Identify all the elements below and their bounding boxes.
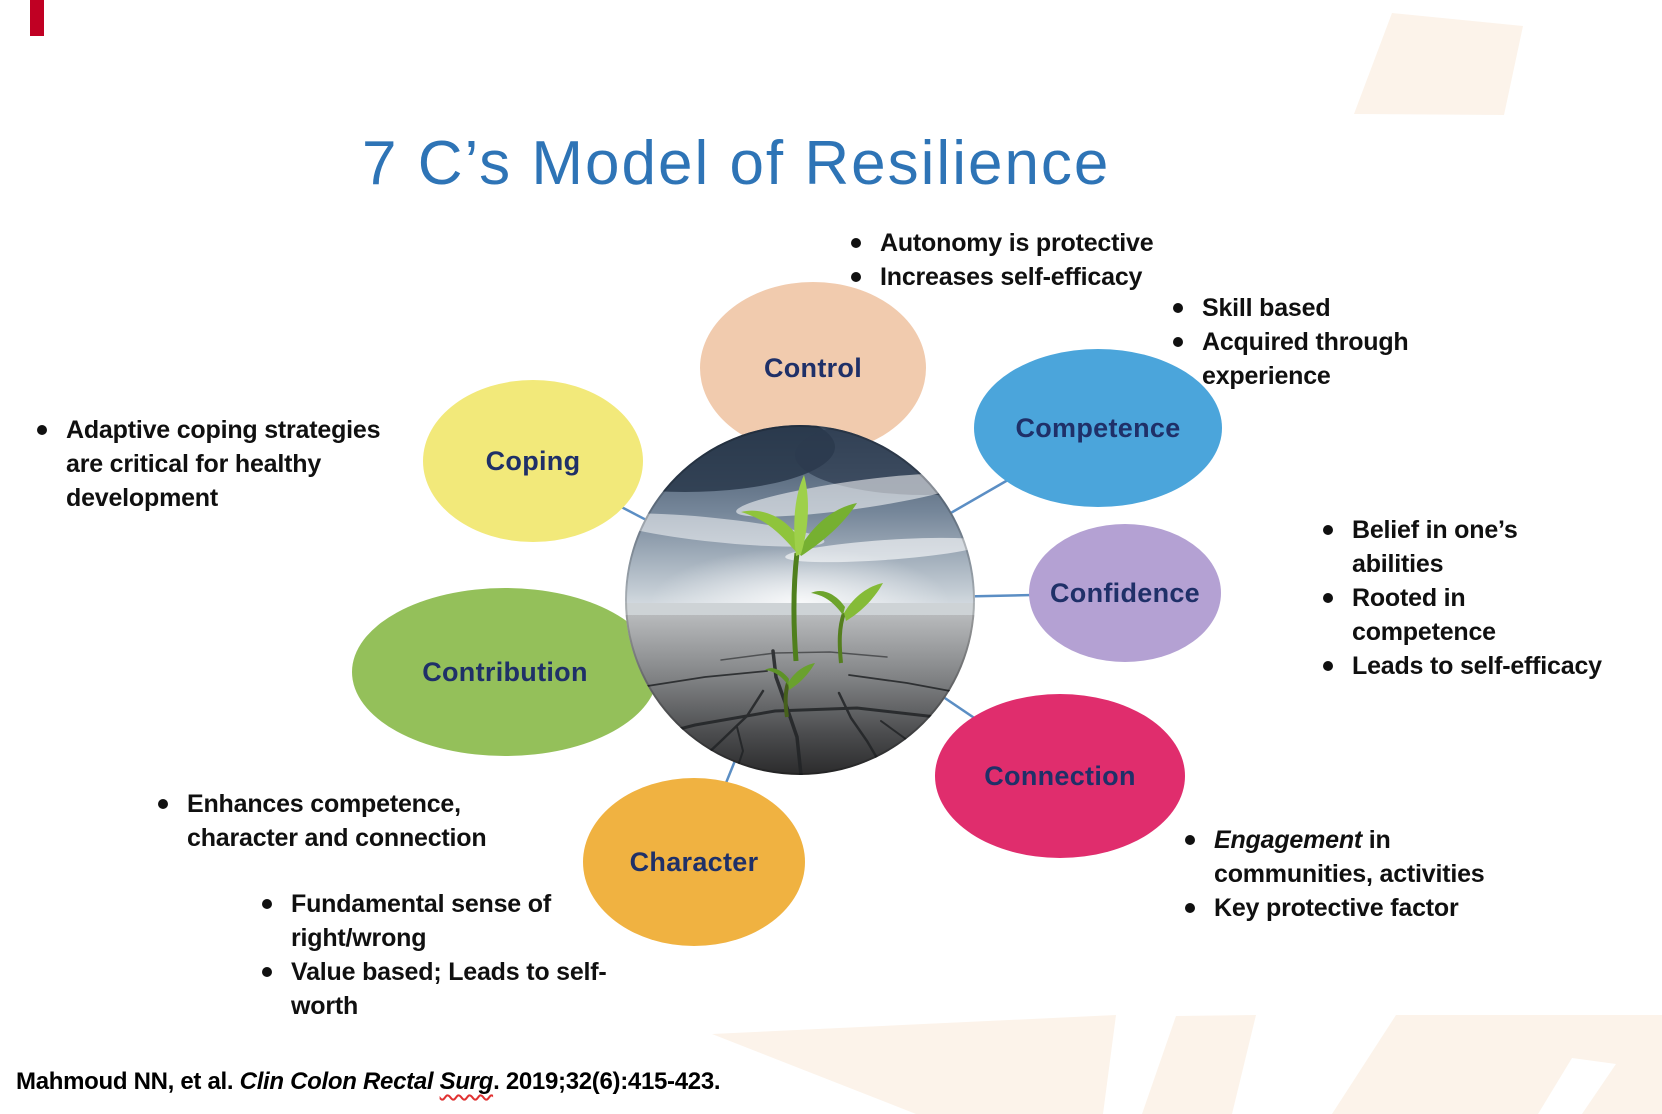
bullet-item: Key protective factor — [1180, 891, 1600, 925]
bullet-item: Leads to self-efficacy — [1318, 649, 1658, 683]
bullet-item: Fundamental sense of right/wrong — [257, 887, 677, 955]
node-coping: Coping — [423, 380, 643, 542]
slide-title: 7 C’s Model of Resilience — [362, 129, 1111, 198]
center-photo-sprout-in-cracked-earth — [625, 425, 975, 775]
decor-shape-bottom-left — [712, 1015, 1116, 1114]
node-character-label: Character — [629, 846, 759, 877]
node-control-label: Control — [763, 352, 863, 383]
citation-authors: Mahmoud NN, et al. — [16, 1068, 240, 1095]
bullet-item: Increases self-efficacy — [846, 260, 1266, 294]
node-confidence-label: Confidence — [1049, 577, 1200, 608]
bullet-item: Acquired through experience — [1168, 325, 1548, 393]
bullet-item: Adaptive coping strategies are critical … — [32, 413, 452, 515]
node-confidence: Confidence — [1029, 524, 1221, 662]
bullet-item: Engagement in communities, activities — [1180, 823, 1600, 891]
citation: Mahmoud NN, et al. Clin Colon Rectal Sur… — [16, 1068, 721, 1096]
node-connection: Connection — [935, 694, 1185, 858]
confidence-bullets: Belief in one’s abilities Rooted in comp… — [1318, 513, 1658, 683]
connection-bullets: Engagement in communities, activities Ke… — [1180, 823, 1600, 925]
citation-journal: Clin Colon Rectal — [239, 1068, 440, 1095]
node-control: Control — [700, 282, 926, 454]
bullet-item: Enhances competence, character and conne… — [153, 787, 593, 855]
citation-rest: . 2019;32(6):415-423. — [493, 1068, 721, 1095]
bullet-item: Rooted in competence — [1318, 581, 1658, 649]
node-coping-label: Coping — [485, 445, 581, 476]
decor-notch-bottom-right — [1538, 1058, 1616, 1114]
competence-bullets: Skill based Acquired through experience — [1168, 291, 1548, 393]
bullet-item: Autonomy is protective — [846, 226, 1266, 260]
character-bullets: Fundamental sense of right/wrong Value b… — [257, 887, 677, 1023]
decor-shape-bottom-mid — [1142, 1015, 1256, 1114]
citation-journal-flagged-word: Surg — [439, 1068, 494, 1095]
control-bullets: Autonomy is protective Increases self-ef… — [846, 226, 1266, 294]
node-competence-label: Competence — [1015, 412, 1181, 443]
red-accent-bar — [30, 0, 44, 36]
bullet-item: Skill based — [1168, 291, 1548, 325]
coping-bullets: Adaptive coping strategies are critical … — [32, 413, 452, 515]
bullet-item: Belief in one’s abilities — [1318, 513, 1658, 581]
bullet-text: in communities, activities — [1214, 826, 1485, 888]
node-contribution: Contribution — [352, 588, 658, 756]
node-character: Character — [583, 778, 805, 946]
node-competence: Competence — [974, 349, 1222, 507]
node-contribution-label: Contribution — [422, 656, 588, 687]
contribution-bullets: Enhances competence, character and conne… — [153, 787, 593, 855]
node-connection-label: Connection — [984, 760, 1136, 791]
bullet-item: Value based; Leads to self- worth — [257, 955, 677, 1023]
decor-parallelogram-top-right — [1354, 13, 1523, 115]
engagement-emphasis: Engagement — [1214, 826, 1363, 854]
